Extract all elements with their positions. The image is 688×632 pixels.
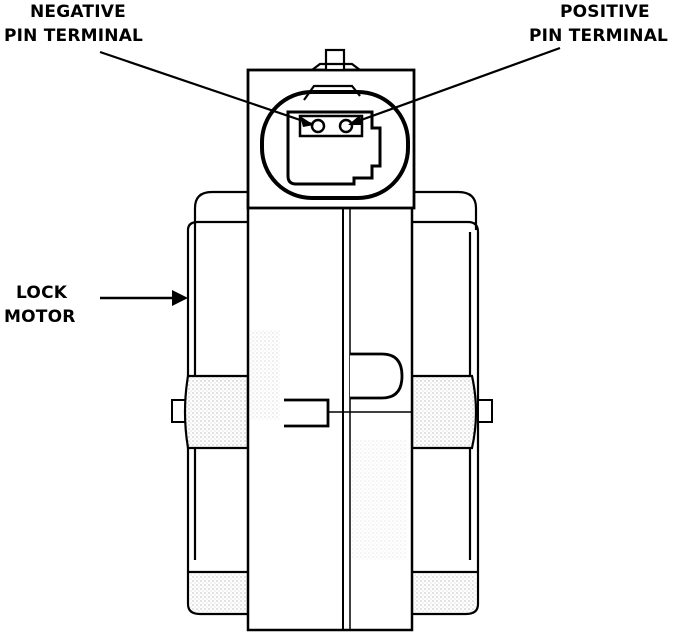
positive-leader-line [349, 46, 561, 126]
lock-label-line2: MOTOR [4, 307, 76, 327]
lock-label-line1: LOCK [16, 283, 68, 303]
negative-label-line1: NEGATIVE [30, 2, 126, 22]
negative-pin-terminal [310, 118, 326, 134]
center-housing [246, 195, 414, 632]
latch-detail [284, 352, 412, 428]
negative-arrowhead [300, 116, 314, 127]
right-shaft [410, 374, 493, 450]
connector-housing [246, 48, 416, 210]
positive-arrowhead [348, 115, 362, 125]
positive-pin-terminal [338, 118, 354, 134]
negative-label-line2: PIN TERMINAL [4, 26, 143, 46]
positive-label-line1: POSITIVE [560, 2, 650, 22]
left-shaft [171, 374, 250, 450]
negative-leader-line [99, 50, 313, 126]
lock-motor-arrowhead [172, 290, 188, 306]
positive-label-line2: PIN TERMINAL [529, 26, 668, 46]
